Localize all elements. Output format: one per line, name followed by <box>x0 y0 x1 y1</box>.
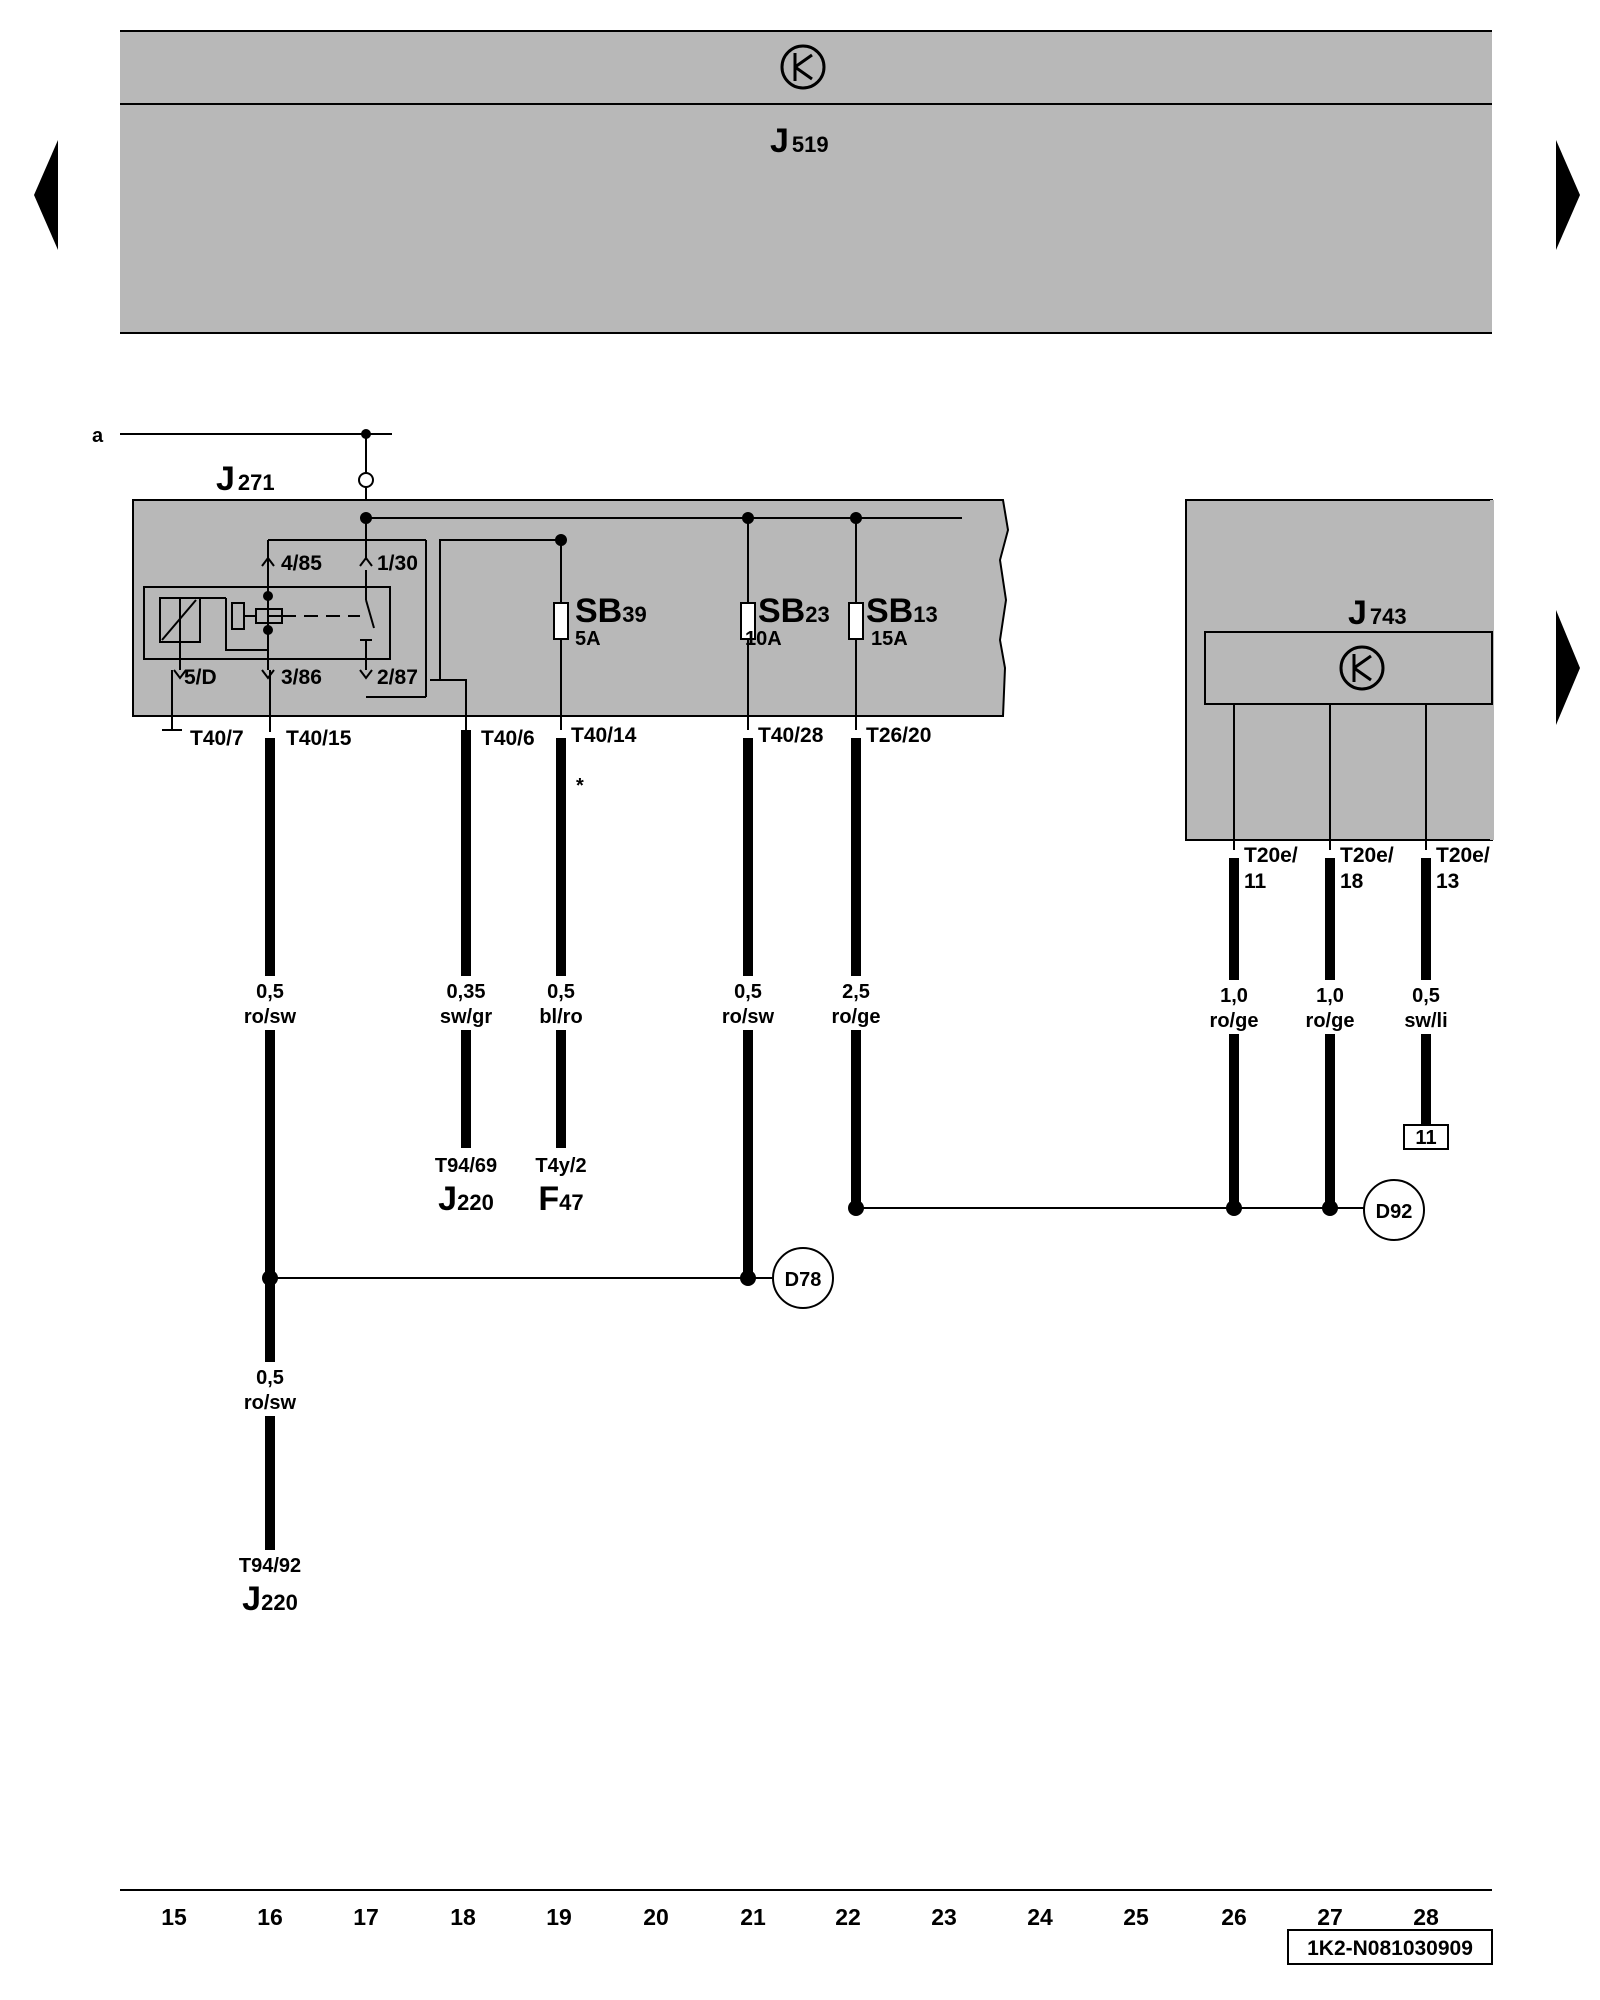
svg-text:13: 13 <box>1436 870 1459 893</box>
next-page-arrow-icon[interactable] <box>1556 140 1580 250</box>
svg-text:D92: D92 <box>1376 1201 1413 1223</box>
pin-4-85: 4/85 <box>281 552 322 575</box>
svg-text:0,5: 0,5 <box>256 1367 284 1389</box>
svg-text:18: 18 <box>1340 870 1364 893</box>
svg-text:D78: D78 <box>785 1269 822 1291</box>
svg-text:10A: 10A <box>745 628 782 650</box>
wires-j271 <box>162 670 861 1550</box>
pin-1-30: 1/30 <box>377 552 418 575</box>
svg-text:0,5: 0,5 <box>256 981 284 1003</box>
pin-3-86: 3/86 <box>281 666 322 689</box>
wire-labels-right: 1,0 ro/ge 1,0 ro/ge 0,5 sw/li <box>1204 980 1456 1034</box>
svg-text:sw/li: sw/li <box>1404 1010 1447 1032</box>
svg-text:ro/sw: ro/sw <box>722 1006 775 1028</box>
fuse-sb13: SB13 15A <box>848 518 938 670</box>
splice-d92: D92 <box>848 1179 1425 1241</box>
svg-text:1,0: 1,0 <box>1220 985 1248 1007</box>
svg-text:0,35: 0,35 <box>447 981 486 1003</box>
relay-pin-arrows <box>173 556 373 680</box>
fuse-sb39: SB39 5A <box>553 570 647 670</box>
svg-text:T40/7: T40/7 <box>190 727 244 750</box>
prev-page-arrow-icon[interactable] <box>34 140 58 250</box>
svg-text:T40/14: T40/14 <box>571 724 637 747</box>
line-a-label: a <box>92 425 104 447</box>
svg-text:1K2-N081030909: 1K2-N081030909 <box>1307 1937 1473 1960</box>
svg-text:21: 21 <box>740 1904 766 1930</box>
svg-text:15A: 15A <box>871 628 908 650</box>
relay-pin-labels: 4/85 1/30 5/D 3/86 2/87 <box>184 552 418 689</box>
column-ruler: 15 16 17 18 19 20 21 22 23 24 25 26 27 2… <box>120 1889 1492 1930</box>
svg-text:11: 11 <box>1415 1127 1436 1149</box>
svg-text:19: 19 <box>546 1904 572 1930</box>
svg-text:T20e/: T20e/ <box>1244 844 1298 867</box>
svg-text:J220: J220 <box>438 1180 494 1218</box>
connector-labels: T40/7 T40/15 T40/6 T40/14 T40/28 T26/20 <box>190 724 931 750</box>
svg-text:T40/6: T40/6 <box>481 727 535 750</box>
svg-text:1,0: 1,0 <box>1316 985 1344 1007</box>
svg-text:F47: F47 <box>538 1180 583 1218</box>
svg-text:23: 23 <box>931 1904 957 1930</box>
transistor-symbol-icon <box>780 44 826 90</box>
wire-labels-left: 0,5 ro/sw 0,35 sw/gr 0,5 bl/ro 0,5 ro/sw… <box>240 976 886 1416</box>
continue-arrow-icon[interactable] <box>1556 610 1580 725</box>
svg-text:T20e/: T20e/ <box>1340 844 1394 867</box>
ref-box-11: 11 <box>1403 1124 1449 1150</box>
svg-text:11: 11 <box>1244 870 1267 893</box>
destinations: T94/69 J220 T4y/2 F47 T94/92 J220 <box>239 1155 587 1618</box>
svg-text:22: 22 <box>835 1904 861 1930</box>
svg-text:0,5: 0,5 <box>734 981 762 1003</box>
svg-text:J220: J220 <box>242 1580 298 1618</box>
svg-text:26: 26 <box>1221 1904 1247 1930</box>
svg-text:T4y/2: T4y/2 <box>535 1155 586 1177</box>
svg-text:2,5: 2,5 <box>842 981 870 1003</box>
transistor-symbol-icon <box>1339 645 1385 691</box>
j743-connectors: T20e/ 11 T20e/ 18 T20e/ 13 <box>1244 844 1490 893</box>
svg-text:15: 15 <box>161 1904 187 1930</box>
svg-text:28: 28 <box>1413 1904 1439 1930</box>
svg-text:bl/ro: bl/ro <box>539 1006 582 1028</box>
svg-text:20: 20 <box>643 1904 669 1930</box>
svg-text:T26/20: T26/20 <box>866 724 931 747</box>
svg-text:T40/28: T40/28 <box>758 724 824 747</box>
line-a: a <box>92 425 392 518</box>
svg-text:sw/gr: sw/gr <box>440 1006 492 1028</box>
svg-text:SB23: SB23 <box>758 592 830 630</box>
svg-text:T40/15: T40/15 <box>286 727 352 750</box>
pin-5-d: 5/D <box>184 666 217 689</box>
svg-text:ro/ge: ro/ge <box>1306 1010 1355 1032</box>
svg-text:T20e/: T20e/ <box>1436 844 1490 867</box>
svg-text:T94/69: T94/69 <box>435 1155 497 1177</box>
fuse-sb23: SB23 10A <box>740 518 830 670</box>
svg-text:0,5: 0,5 <box>1412 985 1440 1007</box>
svg-text:25: 25 <box>1123 1904 1149 1930</box>
splice-d78: D78 <box>262 1247 834 1309</box>
svg-text:ro/ge: ro/ge <box>832 1006 881 1028</box>
relay-symbol <box>143 570 391 670</box>
svg-text:ro/ge: ro/ge <box>1210 1010 1259 1032</box>
svg-text:0,5: 0,5 <box>547 981 575 1003</box>
svg-text:18: 18 <box>450 1904 476 1930</box>
document-id: 1K2-N081030909 <box>1287 1929 1493 1965</box>
svg-text:SB39: SB39 <box>575 592 647 630</box>
asterisk-note: * <box>576 775 584 797</box>
svg-text:ro/sw: ro/sw <box>244 1006 297 1028</box>
svg-text:27: 27 <box>1317 1904 1343 1930</box>
svg-text:24: 24 <box>1027 1904 1053 1930</box>
pin-2-87: 2/87 <box>377 666 418 689</box>
svg-text:SB13: SB13 <box>866 592 938 630</box>
svg-text:T94/92: T94/92 <box>239 1555 301 1577</box>
svg-text:5A: 5A <box>575 628 601 650</box>
svg-text:16: 16 <box>257 1904 283 1930</box>
svg-text:ro/sw: ro/sw <box>244 1392 297 1414</box>
svg-text:17: 17 <box>353 1904 379 1930</box>
